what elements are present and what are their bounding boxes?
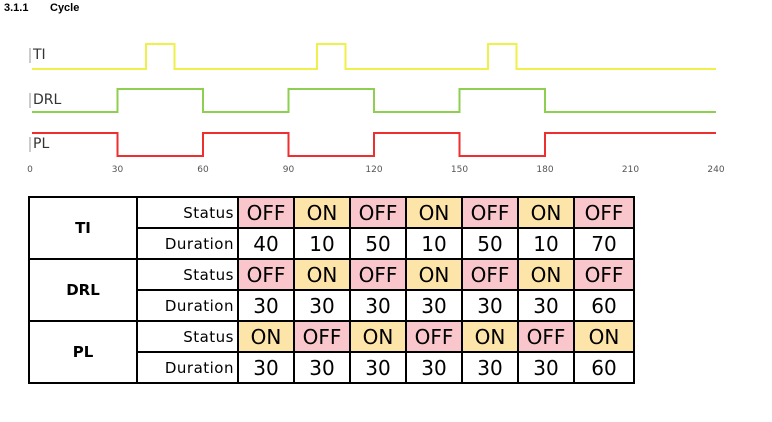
time-tick-label: 60	[197, 165, 209, 175]
status-cell: OFF	[405, 320, 463, 353]
time-tick-label: 240	[707, 165, 724, 175]
status-cell: OFF	[237, 258, 295, 291]
duration-cell: 30	[237, 289, 295, 322]
waveform-label-ti: TI	[32, 47, 46, 63]
signal-name-cell: TI	[28, 196, 138, 260]
time-tick-label: 90	[283, 165, 295, 175]
waveform-label-pl: PL	[33, 136, 49, 152]
status-cell: ON	[349, 320, 407, 353]
duration-cell: 30	[405, 289, 463, 322]
status-cell: ON	[461, 320, 519, 353]
duration-cell: 30	[293, 289, 351, 322]
duration-cell: 30	[405, 351, 463, 384]
status-cell: OFF	[293, 320, 351, 353]
duration-cell: 30	[461, 351, 519, 384]
status-cell: ON	[405, 258, 463, 291]
status-cell: OFF	[349, 196, 407, 229]
signal-name-cell: DRL	[28, 258, 138, 322]
waveform-label-drl: DRL	[33, 92, 62, 108]
duration-cell: 30	[349, 351, 407, 384]
duration-cell: 30	[293, 351, 351, 384]
time-tick-label: 210	[622, 165, 639, 175]
time-tick-label: 120	[365, 165, 382, 175]
status-cell: OFF	[237, 196, 295, 229]
status-cell: OFF	[517, 320, 575, 353]
signal-waveform-drl	[32, 88, 716, 113]
duration-cell: 50	[461, 227, 519, 260]
section-heading: 3.1.1 Cycle	[4, 2, 79, 14]
time-tick-label: 30	[112, 165, 124, 175]
duration-cell: 10	[405, 227, 463, 260]
duration-row-label: Duration	[136, 289, 239, 322]
status-cell: OFF	[349, 258, 407, 291]
time-tick-label: 0	[27, 165, 33, 175]
duration-cell: 30	[237, 351, 295, 384]
status-cell: ON	[517, 258, 575, 291]
duration-cell: 70	[573, 227, 635, 260]
duration-cell: 50	[349, 227, 407, 260]
status-row-label: Status	[136, 196, 239, 229]
status-cell: ON	[405, 196, 463, 229]
status-row-label: Status	[136, 320, 239, 353]
duration-cell: 30	[461, 289, 519, 322]
status-cell: ON	[293, 258, 351, 291]
status-cell: OFF	[461, 196, 519, 229]
duration-cell: 60	[573, 351, 635, 384]
section-title: Cycle	[50, 2, 80, 14]
timing-diagram: TI DRL PL 0 30 60 90 120 150 180 210 240	[27, 43, 725, 175]
signal-waveform-pl	[32, 132, 716, 157]
status-row-label: Status	[136, 258, 239, 291]
time-tick-label: 150	[451, 165, 468, 175]
duration-cell: 30	[517, 289, 575, 322]
time-tick-label: 180	[536, 165, 553, 175]
duration-cell: 40	[237, 227, 295, 260]
duration-cell: 10	[517, 227, 575, 260]
duration-cell: 60	[573, 289, 635, 322]
duration-cell: 10	[293, 227, 351, 260]
signal-waveform-ti	[32, 43, 716, 70]
status-cell: OFF	[461, 258, 519, 291]
duration-cell: 30	[517, 351, 575, 384]
duration-row-label: Duration	[136, 351, 239, 384]
section-number: 3.1.1	[4, 2, 29, 14]
status-cell: ON	[573, 320, 635, 353]
status-cell: ON	[293, 196, 351, 229]
status-cell: OFF	[573, 196, 635, 229]
signal-name-cell: PL	[28, 320, 138, 384]
duration-row-label: Duration	[136, 227, 239, 260]
status-cell: OFF	[573, 258, 635, 291]
duration-cell: 30	[349, 289, 407, 322]
status-cell: ON	[237, 320, 295, 353]
status-cell: ON	[517, 196, 575, 229]
